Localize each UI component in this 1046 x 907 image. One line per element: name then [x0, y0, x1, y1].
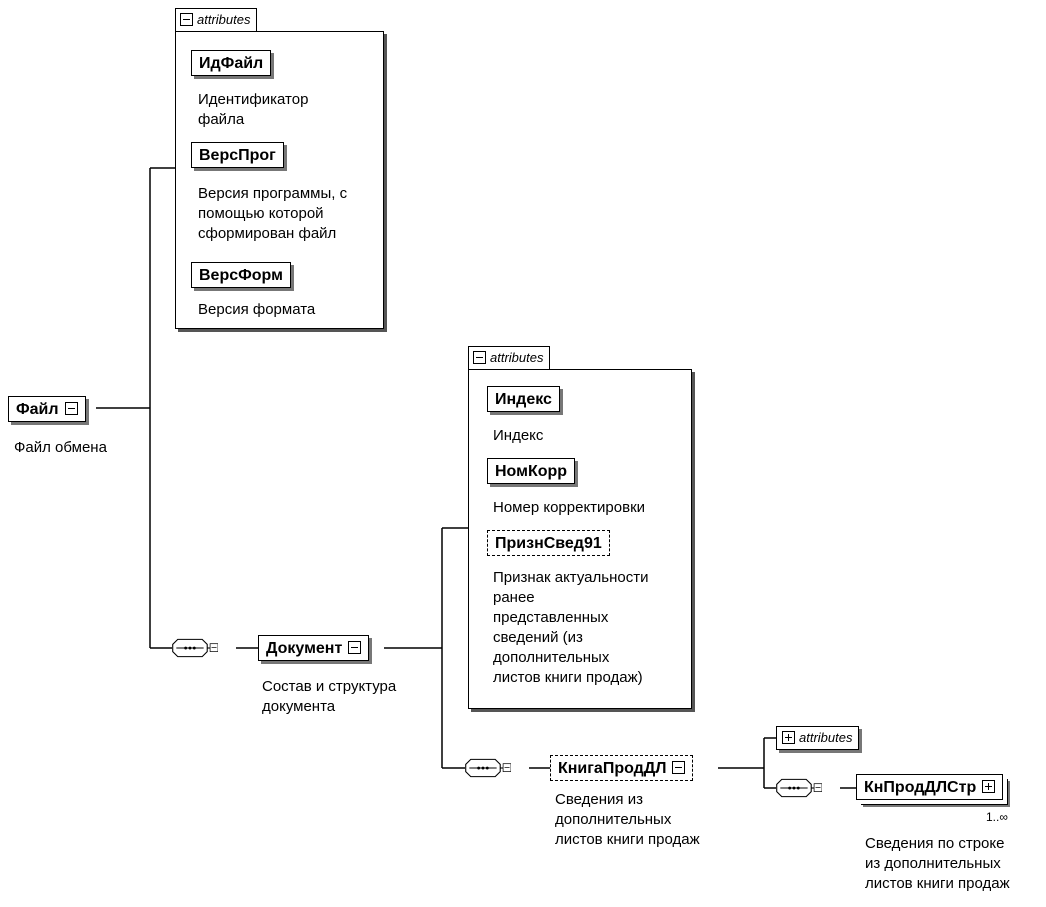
attribute-description: Версия формата	[198, 301, 316, 318]
root-element[interactable]: Файл	[8, 396, 86, 422]
attribute-description: Номер корректировки	[493, 499, 646, 516]
attribute-box[interactable]: НомКорр	[487, 458, 576, 484]
book-element-description: Сведения из дополнительных листов книги …	[555, 791, 700, 848]
attribute-name: ВерсФорм	[199, 267, 283, 284]
root-element-name: Файл	[16, 401, 59, 418]
attributes-tab-label: attributes	[490, 350, 544, 365]
document-element-name: Документ	[266, 640, 343, 657]
attribute-box[interactable]: Индекс	[487, 386, 560, 412]
book-row-element-name: КнПродДЛСтр	[864, 779, 977, 796]
expand-toggle-icon[interactable]	[982, 780, 996, 793]
book-element[interactable]: КнигаПродДЛ	[550, 755, 694, 781]
attribute-description: Признак актуальности ранее представленны…	[493, 569, 649, 686]
collapse-toggle-icon[interactable]	[672, 761, 686, 774]
attribute-description: Идентификатор файла	[198, 91, 309, 128]
attribute-description: Версия программы, с помощью которой сфор…	[198, 185, 348, 242]
attribute-name: ИдФайл	[199, 55, 264, 72]
document-element-description: Состав и структура документа	[262, 678, 397, 715]
attribute-description: Индекс	[493, 427, 544, 444]
collapse-toggle-icon[interactable]	[473, 351, 486, 364]
root-element-description: Файл обмена	[14, 439, 107, 456]
attribute-name: ПризнСвед91	[495, 535, 602, 552]
attribute-box[interactable]: ИдФайл	[191, 50, 272, 76]
attribute-name: ВерсПрог	[199, 147, 276, 164]
attribute-name: Индекс	[495, 391, 552, 408]
root-attributes-tab[interactable]: attributes	[175, 8, 258, 31]
collapse-toggle-icon[interactable]	[64, 402, 78, 415]
sequence-compositor-icon[interactable]	[776, 775, 822, 801]
attribute-box[interactable]: ВерсПрог	[191, 142, 284, 168]
collapse-toggle-icon[interactable]	[180, 13, 193, 26]
attributes-tab-label: attributes	[799, 730, 853, 745]
attribute-name: НомКорр	[495, 463, 568, 480]
attributes-tab-label: attributes	[197, 12, 251, 27]
attribute-box[interactable]: ВерсФорм	[191, 262, 291, 288]
occurrence-label: 1..∞	[986, 810, 1008, 824]
book-row-element[interactable]: КнПродДЛСтр	[856, 774, 1004, 800]
document-element[interactable]: Документ	[258, 635, 370, 661]
book-element-name: КнигаПродДЛ	[558, 760, 667, 777]
optional-attribute-box[interactable]: ПризнСвед91	[487, 530, 610, 556]
expand-toggle-icon[interactable]	[782, 731, 795, 744]
document-attributes-panel: Индекс Индекс НомКорр Номер корректировк…	[468, 369, 692, 709]
root-attributes-panel: ИдФайл Идентификатор файла ВерсПрог Верс…	[175, 31, 384, 329]
document-attributes-tab[interactable]: attributes	[468, 346, 551, 369]
book-row-element-description: Сведения по строке из дополнительных лис…	[865, 835, 1010, 892]
collapse-toggle-icon[interactable]	[348, 641, 362, 654]
sequence-compositor-icon[interactable]	[465, 755, 511, 781]
sequence-compositor-icon[interactable]	[172, 635, 218, 661]
book-attributes-collapsed[interactable]: attributes	[776, 726, 860, 750]
